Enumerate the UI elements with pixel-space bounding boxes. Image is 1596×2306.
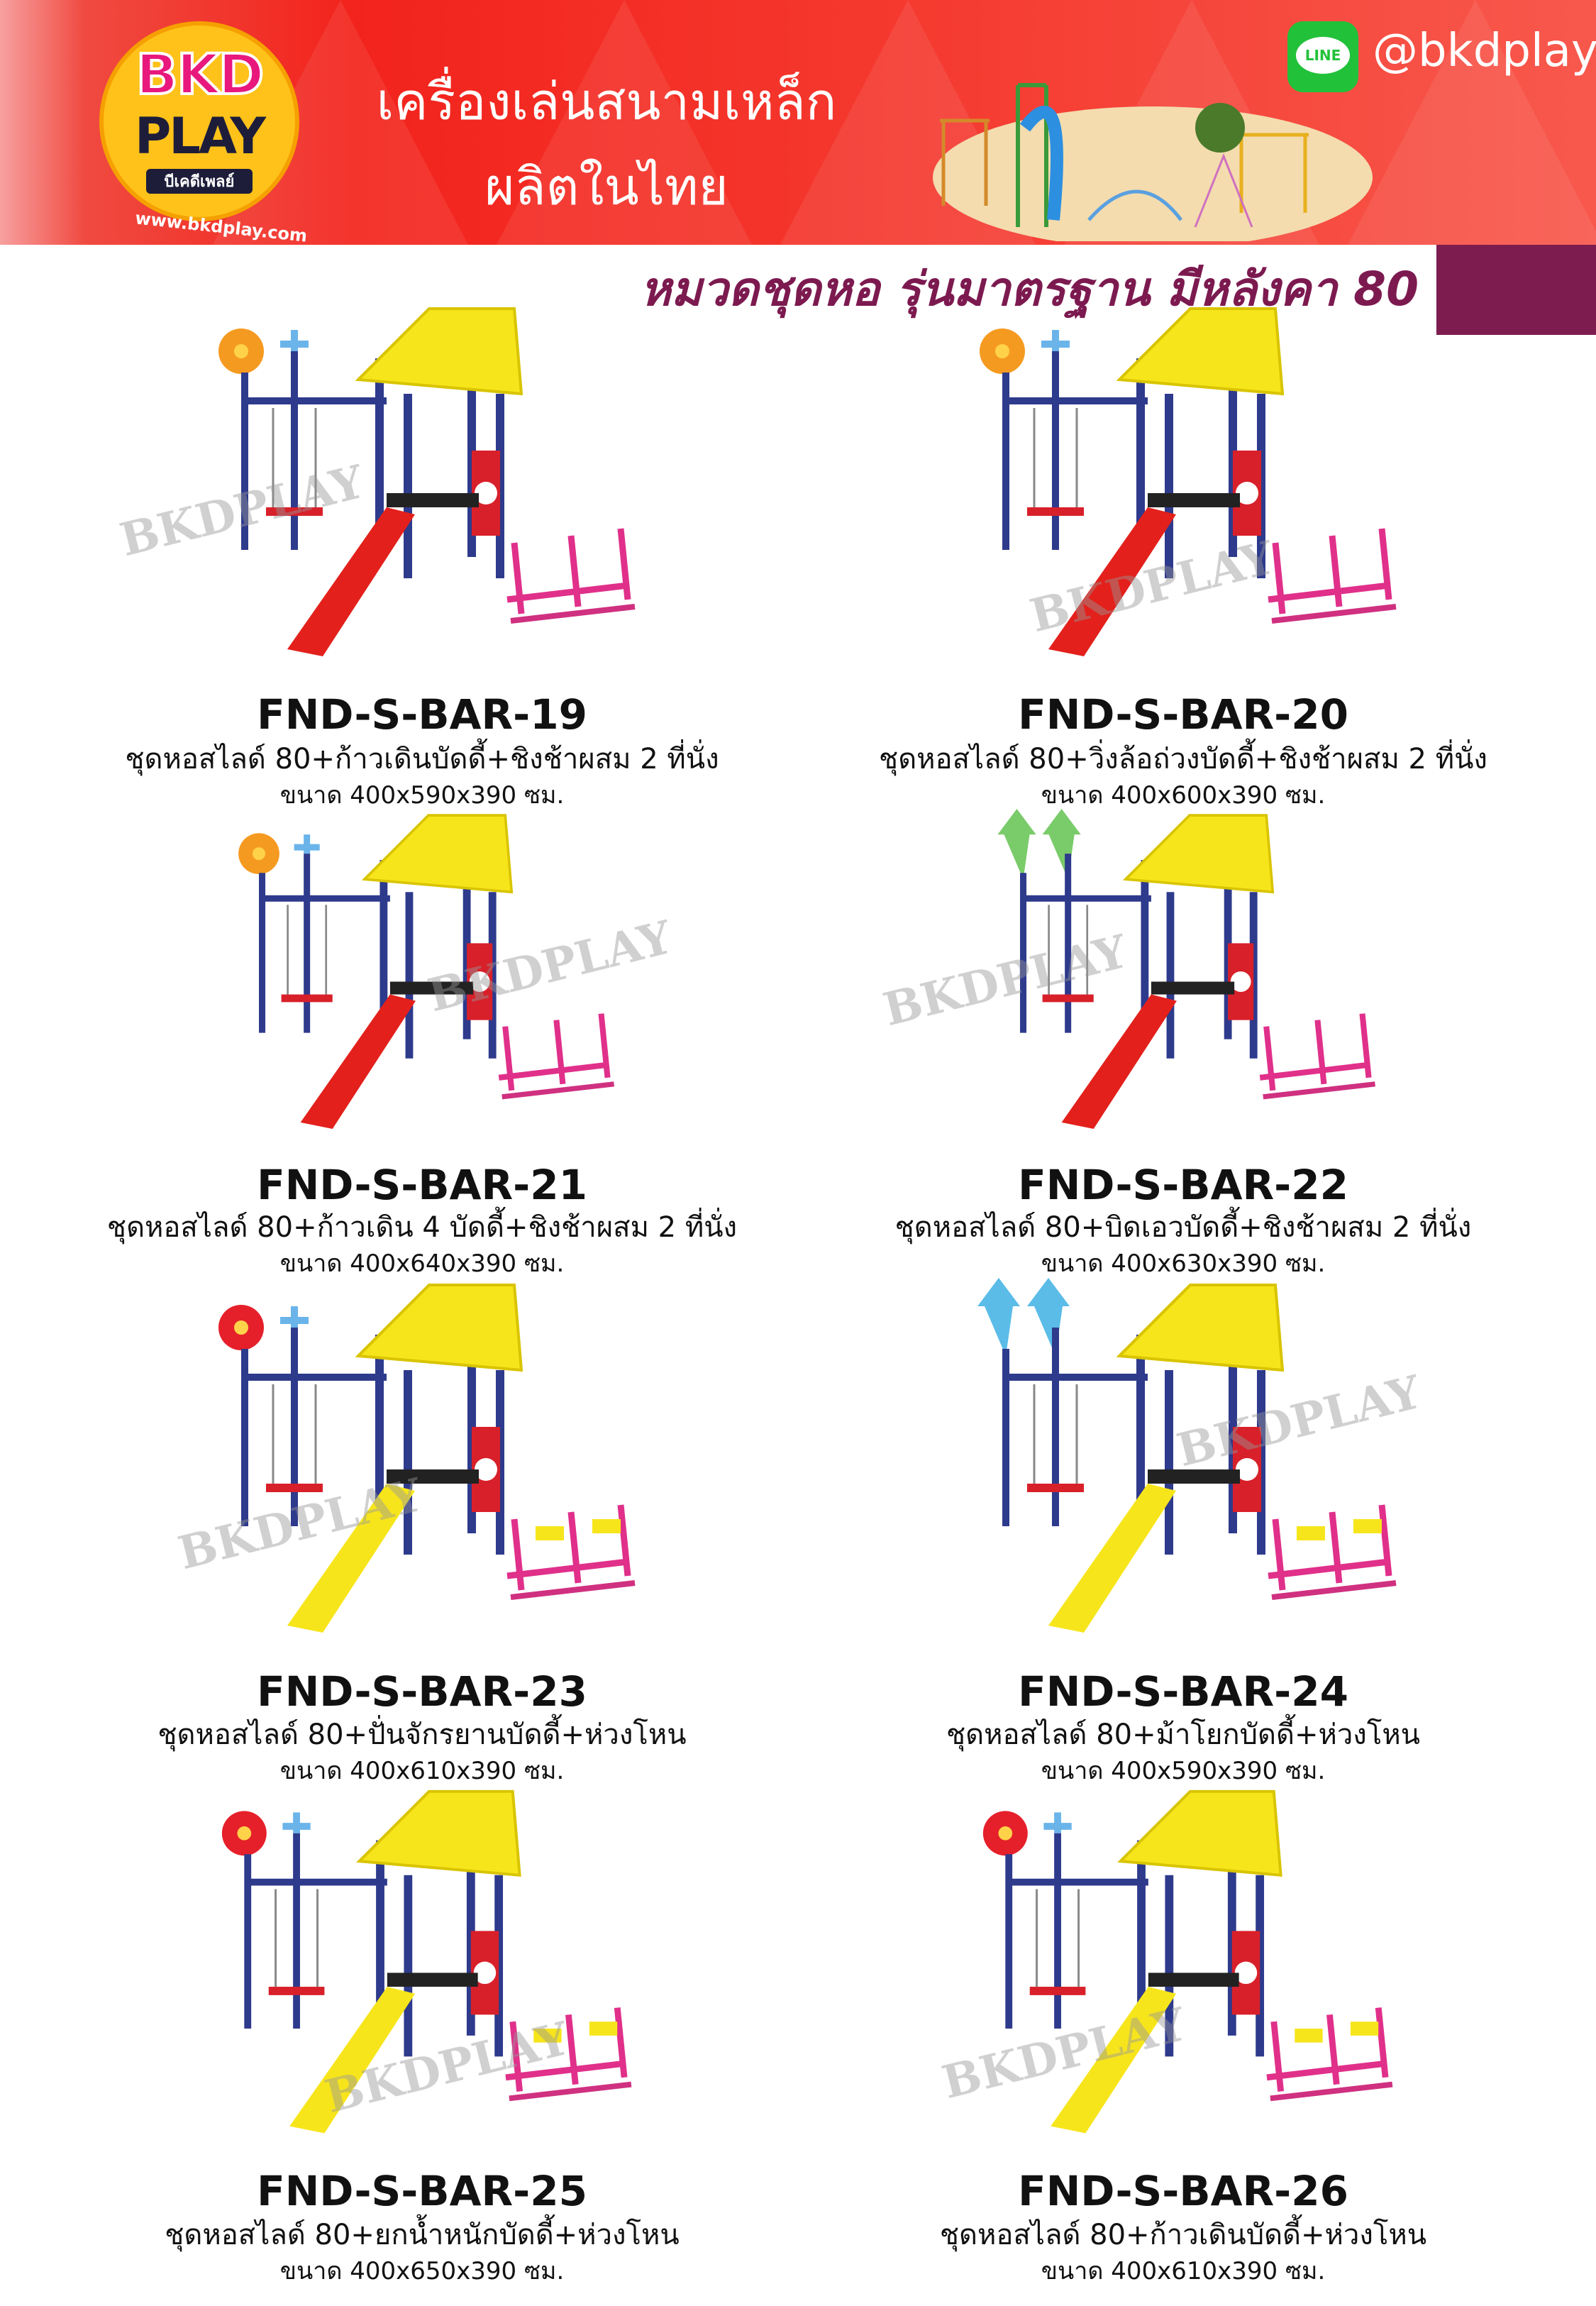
line-icon-label: LINE [1296, 37, 1350, 74]
headline-line2: ผลิตในไทย [484, 157, 728, 216]
product-description: ชุดหอสไลด์ 80+วิ่งล้อถ่วงบัดดี้+ชิงช้าผส… [879, 743, 1487, 776]
product-code: FND-S-BAR-25 [257, 2167, 587, 2215]
product-size: ขนาด 400x610x390 ซม. [1041, 2257, 1326, 2285]
product-code: FND-S-BAR-24 [1018, 1667, 1348, 1716]
product-code: FND-S-BAR-20 [1018, 690, 1348, 739]
product-size: ขนาด 400x590x390 ซม. [279, 781, 565, 810]
logo-text-play: PLAY [134, 107, 266, 165]
product-image[interactable] [935, 1277, 1431, 1655]
product-image[interactable] [174, 1784, 670, 2154]
product-description: ชุดหอสไลด์ 80+ก้าวเดิน 4 บัดดี้+ชิงช้าผส… [106, 1211, 738, 1244]
product-code: FND-S-BAR-19 [257, 690, 587, 739]
line-app-icon[interactable]: LINE [1287, 21, 1358, 92]
brand-logo: BKD PLAY บีเคดีเพลย์ [99, 21, 299, 221]
product-description: ชุดหอสไลด์ 80+ม้าโยกบัดดี้+ห่วงโหน [946, 1719, 1421, 1751]
product-image[interactable] [935, 1784, 1431, 2154]
logo-text-bkd: BKD [135, 42, 266, 109]
product-description: ชุดหอสไลด์ 80+ก้าวเดินบัดดี้+ห่วงโหน [939, 2219, 1427, 2251]
banner-pattern [1348, 0, 1596, 245]
product-size: ขนาด 400x590x390 ซม. [1041, 1757, 1326, 1785]
headline-line1: เครื่องเล่นสนามเหล็ก [376, 72, 837, 131]
product-image[interactable] [935, 302, 1431, 678]
product-size: ขนาด 400x640x390 ซม. [279, 1249, 565, 1278]
product-size: ขนาด 400x610x390 ซม. [279, 1757, 565, 1785]
product-description: ชุดหอสไลด์ 80+ยกน้ำหนักบัดดี้+ห่วงโหน [165, 2219, 680, 2251]
product-code: FND-S-BAR-22 [1018, 1161, 1348, 1209]
product-code: FND-S-BAR-21 [257, 1161, 587, 1209]
playground-scene-illustration [933, 83, 1373, 241]
banner-pattern [497, 0, 752, 245]
product-description: ชุดหอสไลด์ 80+บิดเอวบัดดี้+ชิงช้าผสม 2 ท… [894, 1211, 1472, 1244]
product-description: ชุดหอสไลด์ 80+ปั่นจักรยานบัดดี้+ห่วงโหน [157, 1719, 687, 1751]
logo-text-thai: บีเคดีเพลย์ [146, 169, 253, 194]
product-code: FND-S-BAR-26 [1018, 2167, 1348, 2215]
product-image[interactable] [174, 809, 670, 1148]
header-banner: BKD PLAY บีเคดีเพลย์ www.bkdplay.com เคร… [0, 0, 1596, 245]
product-size: ขนาด 400x650x390 ซม. [279, 2257, 565, 2285]
product-image[interactable] [935, 809, 1431, 1148]
product-image[interactable] [174, 302, 670, 678]
product-description: ชุดหอสไลด์ 80+ก้าวเดินบัดดี้+ชิงช้าผสม 2… [125, 743, 719, 776]
product-size: ขนาด 400x630x390 ซม. [1041, 1249, 1326, 1278]
line-id[interactable]: @bkdplay [1373, 25, 1596, 77]
section-accent-block [1436, 245, 1596, 335]
product-image[interactable] [174, 1277, 670, 1655]
product-code: FND-S-BAR-23 [257, 1667, 587, 1716]
product-size: ขนาด 400x600x390 ซม. [1041, 781, 1326, 810]
section-title: หมวดชุดหอ รุ่นมาตรฐาน มีหลังคา 80 [640, 262, 1419, 316]
